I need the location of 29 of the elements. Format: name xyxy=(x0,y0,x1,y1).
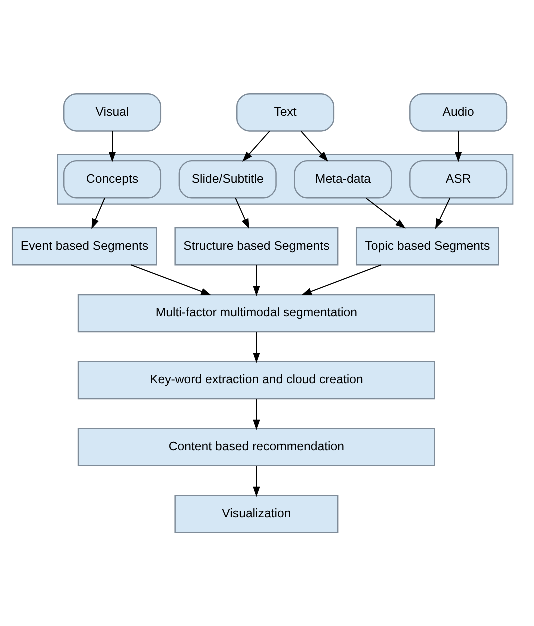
node-box: Topic based Segments xyxy=(356,226,500,266)
node-box: Visualization xyxy=(174,494,339,533)
arrow xyxy=(366,197,406,228)
arrow xyxy=(131,264,212,295)
arrow xyxy=(253,398,260,430)
arrow xyxy=(300,130,329,162)
node-box: Event based Segments xyxy=(12,226,158,266)
arrow xyxy=(253,264,260,296)
arrow xyxy=(242,130,270,162)
node-box: Slide/Subtitle xyxy=(178,160,277,198)
node-box: Content based recommendation xyxy=(78,428,436,466)
node-box: Meta-data xyxy=(294,160,392,198)
node-box: Audio xyxy=(410,93,508,132)
node-box: ASR xyxy=(410,160,508,198)
arrow xyxy=(108,130,116,162)
arrow xyxy=(454,130,462,162)
arrow xyxy=(235,198,250,229)
cluster xyxy=(57,154,514,204)
node-box: Visual xyxy=(63,93,162,132)
arrow xyxy=(253,332,260,363)
arrow xyxy=(435,198,451,229)
arrow xyxy=(253,466,260,497)
node-box: Key-word extraction and cloud creation xyxy=(78,360,436,400)
node-box: Multi-factor multimodal segmentation xyxy=(78,294,436,332)
node-box: Text xyxy=(236,93,335,132)
arrow xyxy=(92,198,106,229)
node-box: Concepts xyxy=(63,160,162,198)
arrow xyxy=(302,264,382,295)
node-box: Structure based Segments xyxy=(174,226,339,266)
